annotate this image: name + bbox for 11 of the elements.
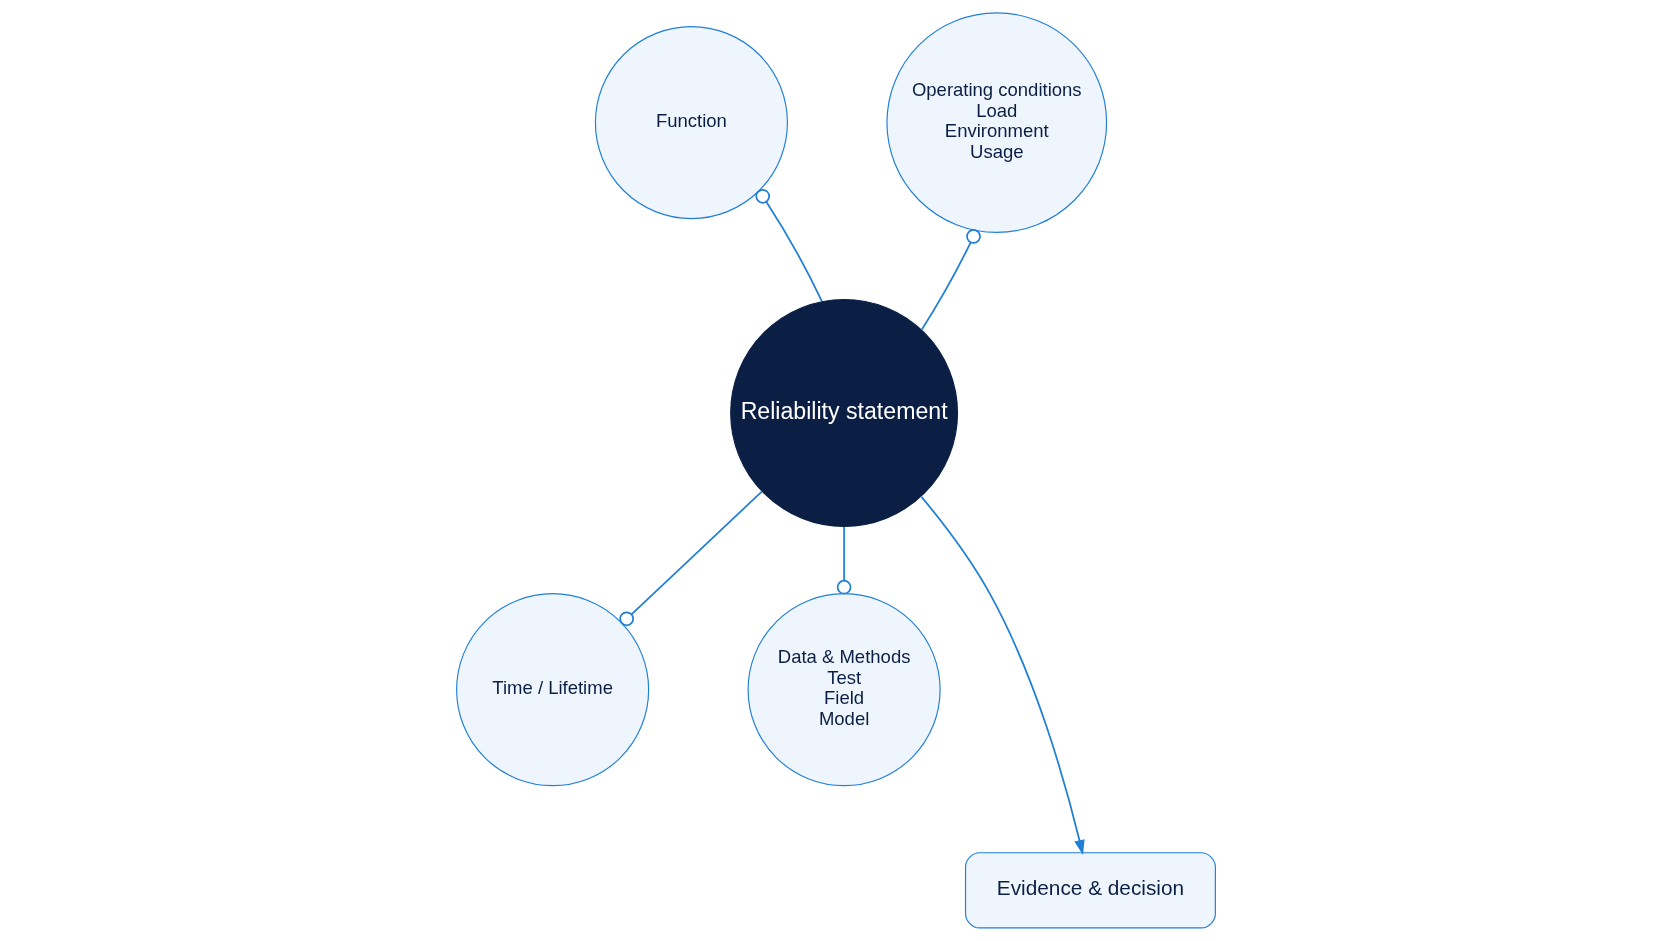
node-circle: Data & Methods Test Field Model [747,593,941,787]
node-box: Evidence & decision [964,852,1216,929]
connector [619,490,763,627]
arrow [920,496,1085,855]
connector [755,189,823,302]
node-circle: Reliability statement [730,298,959,527]
connector [836,526,852,595]
node-circle: Function [594,26,788,220]
node-circle: Time / Lifetime [456,593,650,787]
connector [920,229,981,331]
node-circle: Operating conditions Load Environment Usage [886,12,1108,233]
